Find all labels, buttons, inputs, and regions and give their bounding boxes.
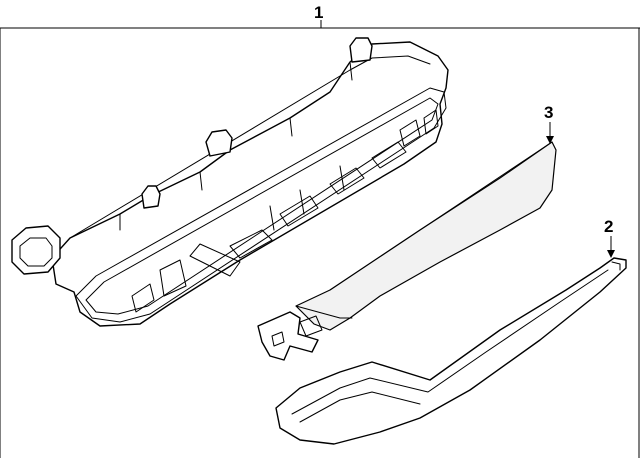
lens-cover <box>257 141 557 361</box>
leader-3 <box>546 122 554 144</box>
lamp-housing <box>11 37 449 327</box>
callout-1: 1 <box>314 3 323 22</box>
callout-3: 3 <box>544 103 553 122</box>
trim-bezel <box>275 257 627 445</box>
assembly-bracket <box>0 20 640 458</box>
callout-2: 2 <box>604 217 613 236</box>
leader-2 <box>607 236 615 258</box>
